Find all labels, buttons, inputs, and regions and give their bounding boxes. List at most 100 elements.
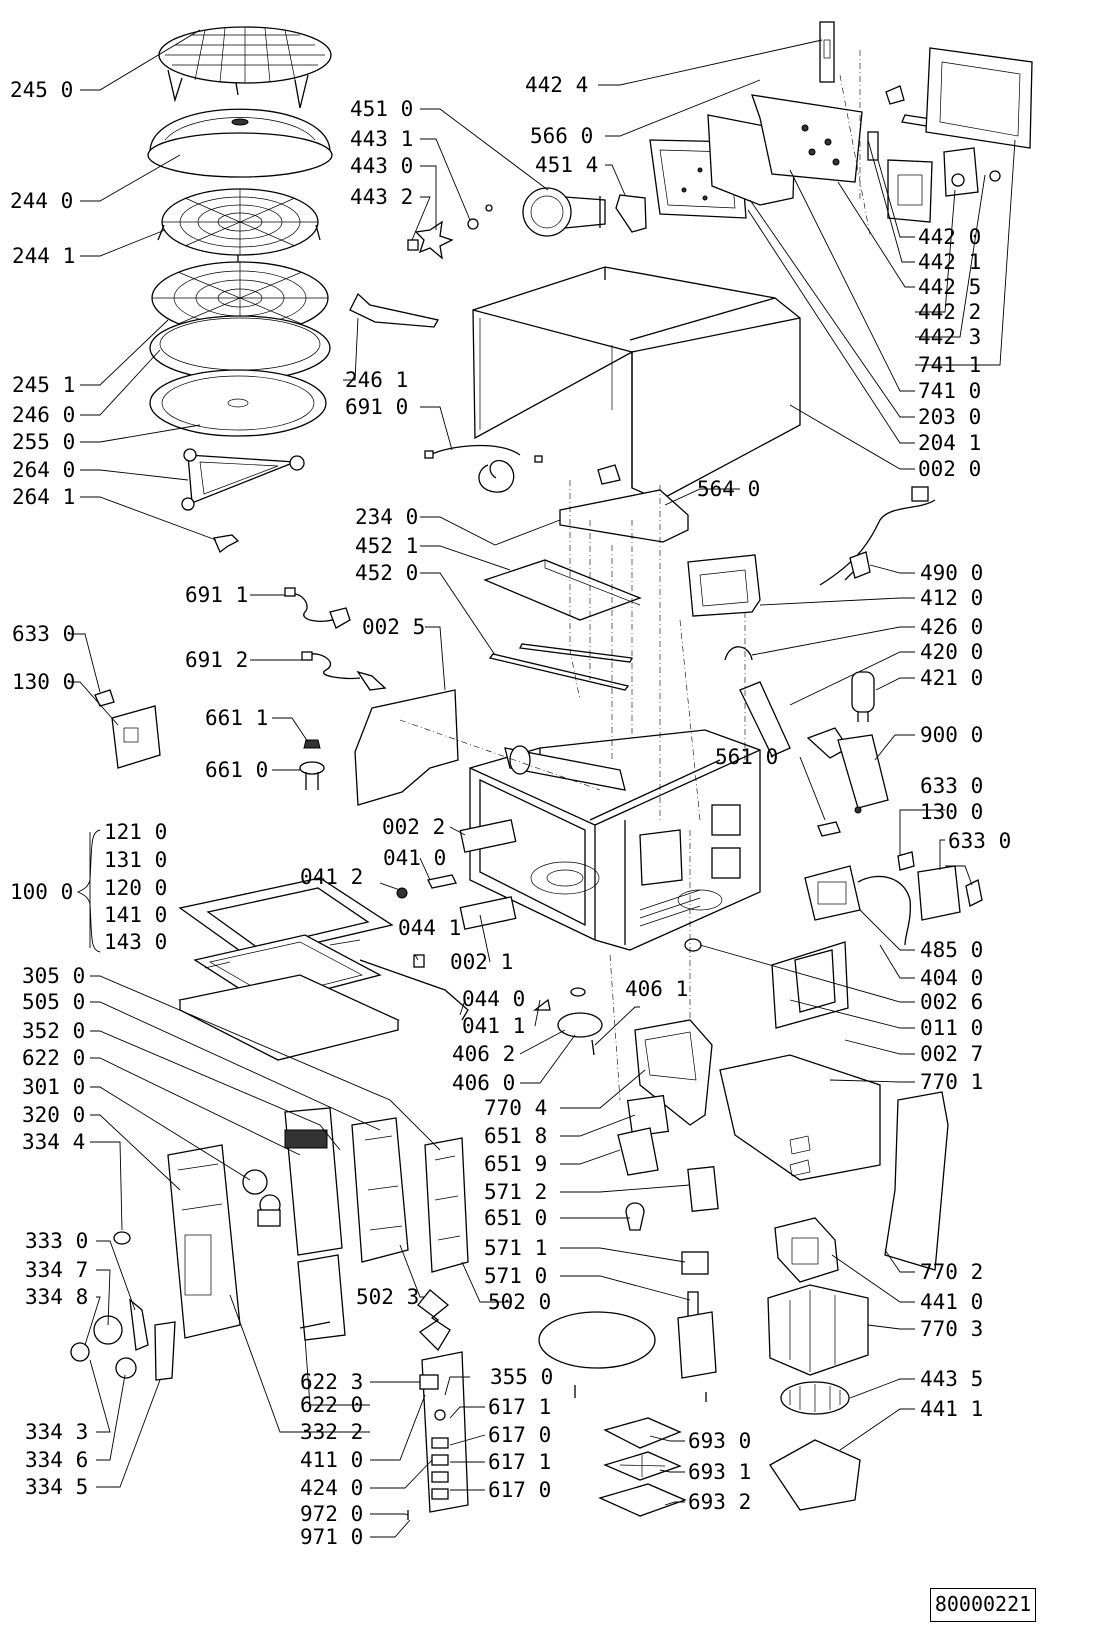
part-334-4-button <box>113 1231 131 1245</box>
callout-label: 234 0 <box>355 505 418 529</box>
callout-label: 204 1 <box>918 431 981 455</box>
callout-label: 452 0 <box>355 561 418 585</box>
callout-label: 426 0 <box>920 615 983 639</box>
callout-label: 443 1 <box>350 127 413 151</box>
callout-label: 264 1 <box>12 485 75 509</box>
part-drawings <box>70 21 1033 1520</box>
callout-label: 334 8 <box>25 1285 88 1309</box>
part-245-1-flat-grid <box>151 261 329 335</box>
part-264-0-roller-support <box>181 448 305 511</box>
callout-label: 352 0 <box>22 1019 85 1043</box>
part-661-lamp <box>299 739 325 790</box>
callout-label: 502 0 <box>488 1290 551 1314</box>
part-442-0-bracket <box>867 131 933 223</box>
part-002-6-foot <box>684 938 702 952</box>
part-451-0-motor-bracket <box>522 187 606 237</box>
part-355-0-pcb <box>419 1351 469 1513</box>
callout-label: 451 0 <box>350 97 413 121</box>
part-452-1-waveguide-cover <box>483 559 642 621</box>
callout-label: 002 6 <box>920 990 983 1014</box>
callout-label: 044 0 <box>462 987 525 1011</box>
part-002-oven-back-panel <box>925 47 1033 149</box>
part-arrow <box>417 1289 451 1352</box>
callout-label: 443 0 <box>350 154 413 178</box>
callout-label: 334 3 <box>25 1420 88 1444</box>
callout-label: 320 0 <box>22 1103 85 1127</box>
part-693-1-grate <box>603 1451 682 1481</box>
group-label: 100 0 <box>10 880 73 904</box>
part-041-screws <box>396 874 457 968</box>
callout-label: 442 5 <box>918 275 981 299</box>
group-member-label: 121 0 <box>104 820 167 844</box>
callout-label: 452 1 <box>355 534 418 558</box>
callout-label: 571 1 <box>484 1236 547 1260</box>
callout-label: 244 0 <box>10 189 73 213</box>
part-741-0-plate <box>751 94 863 183</box>
document-code-box: 80000221 <box>930 1588 1036 1622</box>
part-246-1-handle <box>349 292 440 328</box>
callout-labels: 245 0 244 0 244 1 245 1 246 0 255 0 264 … <box>10 73 1011 1549</box>
callout-label: 741 1 <box>918 353 981 377</box>
callout-label: 305 0 <box>22 964 85 988</box>
callout-label: 900 0 <box>920 723 983 747</box>
callout-label: 571 0 <box>484 1264 547 1288</box>
callout-label: 770 4 <box>484 1096 547 1120</box>
part-002-0-outer-cover <box>472 266 801 501</box>
callout-label: 693 1 <box>688 1460 751 1484</box>
callout-label: 412 0 <box>920 586 983 610</box>
part-651-9-bracket <box>617 1127 659 1176</box>
callout-label: 691 1 <box>185 583 248 607</box>
callout-label: 002 2 <box>382 815 445 839</box>
callout-label: 301 0 <box>22 1075 85 1099</box>
callout-label: 971 0 <box>300 1525 363 1549</box>
leader-lines <box>68 29 1016 1538</box>
callout-label: 424 0 <box>300 1476 363 1500</box>
part-011-0-panel <box>771 941 849 1029</box>
part-442-1-bracket <box>943 147 1001 197</box>
callout-label: 693 0 <box>688 1429 751 1453</box>
part-441-1-base <box>769 1439 861 1511</box>
part-561-0-clip <box>817 821 841 837</box>
callout-label: 334 5 <box>25 1475 88 1499</box>
callout-label: 651 9 <box>484 1152 547 1176</box>
callout-label: 561 0 <box>715 745 778 769</box>
callout-label: 505 0 <box>22 990 85 1014</box>
callout-label: 406 2 <box>452 1042 515 1066</box>
part-443-fan-set <box>407 204 493 260</box>
callout-label: 485 0 <box>920 938 983 962</box>
callout-label: 691 2 <box>185 648 248 672</box>
callout-label: 451 4 <box>535 153 598 177</box>
callout-label: 245 1 <box>12 373 75 397</box>
part-412-0-transformer <box>687 554 761 617</box>
callout-label: 633 0 <box>948 829 1011 853</box>
part-691-0-cable <box>424 444 543 493</box>
callout-label: 622 0 <box>300 1393 363 1417</box>
callout-label: 443 2 <box>350 185 413 209</box>
callout-label: 406 0 <box>452 1071 515 1095</box>
part-452-0-heater-tubes <box>488 643 633 691</box>
callout-label: 011 0 <box>920 1016 983 1040</box>
callout-label: 691 0 <box>345 395 408 419</box>
callout-label: 622 0 <box>22 1046 85 1070</box>
callout-label: 741 0 <box>918 379 981 403</box>
callout-label: 633 0 <box>12 622 75 646</box>
part-443-5-blower <box>780 1381 850 1415</box>
part-245-0-grill-rack <box>158 26 332 109</box>
callout-label: 255 0 <box>12 430 75 454</box>
part-441-0-fan-motor <box>774 1217 839 1283</box>
part-352-0-control-board <box>284 1107 343 1256</box>
part-door-assembly <box>178 877 400 1061</box>
part-244-1-round-rack <box>157 188 321 275</box>
callout-label: 617 1 <box>488 1395 551 1419</box>
callout-label: 564 0 <box>697 477 760 501</box>
callout-label: 617 1 <box>488 1450 551 1474</box>
callout-label: 130 0 <box>920 800 983 824</box>
part-770-2-duct <box>884 1091 949 1271</box>
part-264-1-clip <box>213 534 240 554</box>
callout-label: 651 8 <box>484 1124 547 1148</box>
part-490-0-power-cord <box>819 486 936 586</box>
part-255-0-turntable <box>149 369 327 437</box>
callout-label: 661 1 <box>205 706 268 730</box>
callout-label: 566 0 <box>530 124 593 148</box>
callout-label: 002 0 <box>918 457 981 481</box>
